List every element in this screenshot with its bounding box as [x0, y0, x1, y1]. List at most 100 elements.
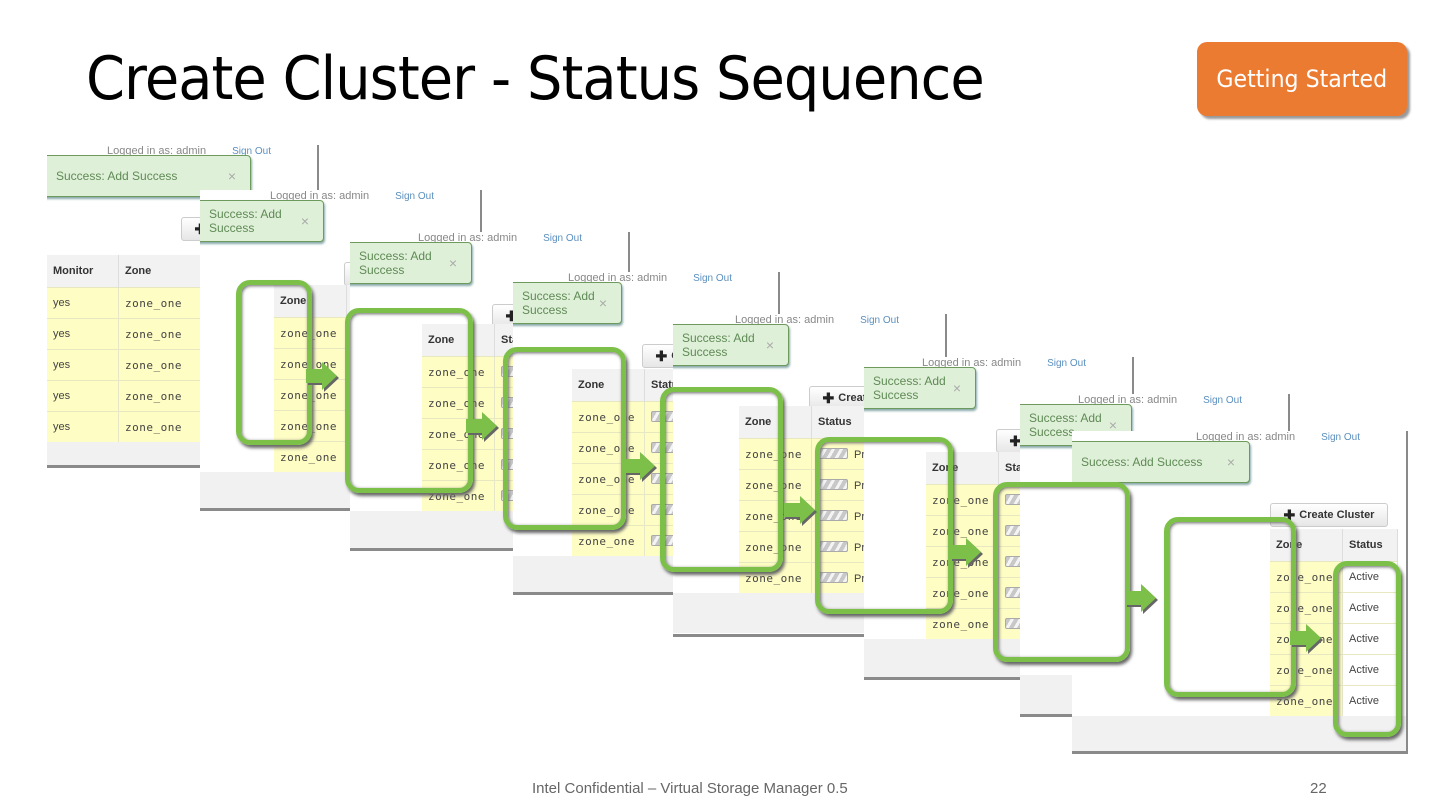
right-arrow-icon	[466, 412, 499, 442]
status-cell: Active	[1342, 654, 1398, 686]
monitor-cell: yes	[47, 318, 119, 350]
column-header-zone[interactable]: Zone	[422, 324, 495, 357]
sign-out-link[interactable]: Sign Out	[693, 273, 732, 284]
status-cell: Active	[1342, 592, 1398, 624]
zone-cell: zone_one	[572, 494, 645, 526]
logged-in-text: Logged in as: admin	[1078, 394, 1178, 406]
success-alert: Success: Add Success×	[513, 282, 622, 324]
alert-text: Success: Add Success	[873, 374, 946, 402]
monitor-cell: yes	[47, 287, 119, 319]
close-icon[interactable]: ×	[765, 337, 774, 353]
zone-cell: zone_one	[1270, 592, 1343, 624]
right-arrow-icon	[1125, 584, 1158, 614]
alert-text: Success: Add Success	[522, 289, 595, 317]
column-header-monitor[interactable]: Monitor	[47, 255, 119, 288]
close-icon[interactable]: ×	[448, 255, 457, 271]
logged-in-text: Logged in as: admin	[270, 190, 370, 202]
zone-cell: zone_one	[1270, 561, 1343, 593]
status-cell: Active	[1342, 623, 1398, 655]
column-header-zone[interactable]: Zone	[739, 406, 812, 439]
status-value: Active	[1349, 633, 1379, 645]
progress-bar-icon	[818, 571, 848, 583]
zone-cell: zone_one	[118, 349, 203, 381]
zone-cell: zone_one	[572, 432, 645, 464]
column-header-zone[interactable]: Zone	[926, 452, 999, 485]
close-icon[interactable]: ×	[1226, 454, 1235, 470]
right-arrow-icon	[1290, 624, 1323, 654]
sign-out-link[interactable]: Sign Out	[860, 315, 899, 326]
create-cluster-button[interactable]: ✚Create Cluster	[1270, 503, 1388, 527]
zone-cell: zone_one	[274, 410, 347, 442]
zone-cell: zone_one	[1270, 654, 1343, 686]
logged-in-text: Logged in as: admin	[922, 357, 1022, 369]
progress-bar-icon	[818, 478, 848, 490]
monitor-cell: yes	[47, 349, 119, 381]
alert-text: Success: Add Success	[1029, 411, 1102, 439]
table-row[interactable]: zone_one Active	[1270, 654, 1398, 686]
right-arrow-icon	[784, 496, 817, 526]
status-cell: Active	[1342, 685, 1398, 716]
zone-cell: zone_one	[118, 287, 203, 319]
zone-cell: zone_one	[422, 356, 495, 388]
logged-in-text: Logged in as: admin	[1196, 431, 1296, 443]
zone-cell: zone_one	[274, 317, 347, 349]
sign-out-link[interactable]: Sign Out	[543, 233, 582, 244]
plus-icon: ✚	[1283, 506, 1296, 523]
login-status: Logged in as: admin Sign Out	[418, 232, 582, 244]
column-header-status[interactable]: Status	[1342, 529, 1398, 562]
success-alert: Success: Add Success ×	[1072, 441, 1250, 483]
alert-text: Success: Add Success	[56, 169, 178, 183]
success-alert: Success: Add Success×	[200, 200, 324, 242]
sign-out-link[interactable]: Sign Out	[232, 146, 271, 157]
monitor-cell: yes	[47, 380, 119, 412]
close-icon[interactable]: ×	[598, 295, 607, 311]
table-row[interactable]: zone_one Active	[1270, 561, 1398, 593]
logged-in-text: Logged in as: admin	[418, 232, 518, 244]
zone-cell: zone_one	[422, 449, 495, 481]
sign-out-link[interactable]: Sign Out	[395, 191, 434, 202]
getting-started-label: Getting Started	[1216, 65, 1388, 93]
zone-cell: zone_one	[926, 484, 999, 516]
plus-icon: ✚	[1009, 432, 1022, 449]
sign-out-link[interactable]: Sign Out	[1047, 358, 1086, 369]
column-header-zone[interactable]: Zone	[118, 255, 203, 288]
cluster-table: ZoneStatuszone_oneActivezone_oneActivezo…	[1270, 529, 1398, 716]
status-cell: Active	[1342, 561, 1398, 593]
close-icon[interactable]: ×	[952, 380, 961, 396]
logged-in-text: Logged in as: admin	[107, 145, 207, 157]
close-icon[interactable]: ×	[1108, 417, 1117, 433]
sign-out-link[interactable]: Sign Out	[1203, 395, 1242, 406]
create-cluster-label: Create Cluster	[1299, 509, 1375, 521]
progress-bar-icon	[818, 540, 848, 552]
close-icon[interactable]: ×	[227, 168, 236, 184]
zone-cell: zone_one	[118, 318, 203, 350]
zone-cell: zone_one	[572, 525, 645, 556]
zone-cell: zone_one	[1270, 685, 1343, 716]
page-number: 22	[1310, 780, 1327, 797]
table-row[interactable]: zone_one Active	[1270, 685, 1398, 716]
zone-cell: zone_one	[572, 463, 645, 495]
sign-out-link[interactable]: Sign Out	[1321, 432, 1360, 443]
alert-text: Success: Add Success	[359, 249, 432, 277]
zone-cell: zone_one	[572, 401, 645, 433]
column-header-zone[interactable]: Zone	[572, 369, 645, 402]
progress-bar-icon	[818, 509, 848, 521]
column-header-zone[interactable]: Zone	[274, 285, 347, 318]
getting-started-button[interactable]: Getting Started	[1197, 42, 1407, 116]
close-icon[interactable]: ×	[300, 213, 309, 229]
zone-cell: zone_one	[274, 441, 347, 472]
plus-icon: ✚	[505, 307, 518, 324]
slide-title: Create Cluster - Status Sequence	[86, 44, 985, 114]
zone-cell: zone_one	[739, 469, 812, 501]
login-status: Logged in as: admin Sign Out	[270, 190, 434, 202]
zone-cell: zone_one	[739, 531, 812, 563]
alert-text: Success: Add Success	[1081, 455, 1203, 469]
status-value: Active	[1349, 695, 1379, 707]
success-alert: Success: Add Success ×	[864, 367, 976, 409]
column-header-zone[interactable]: Zone	[1270, 529, 1343, 562]
status-value: Active	[1349, 664, 1379, 676]
status-value: Active	[1349, 571, 1379, 583]
